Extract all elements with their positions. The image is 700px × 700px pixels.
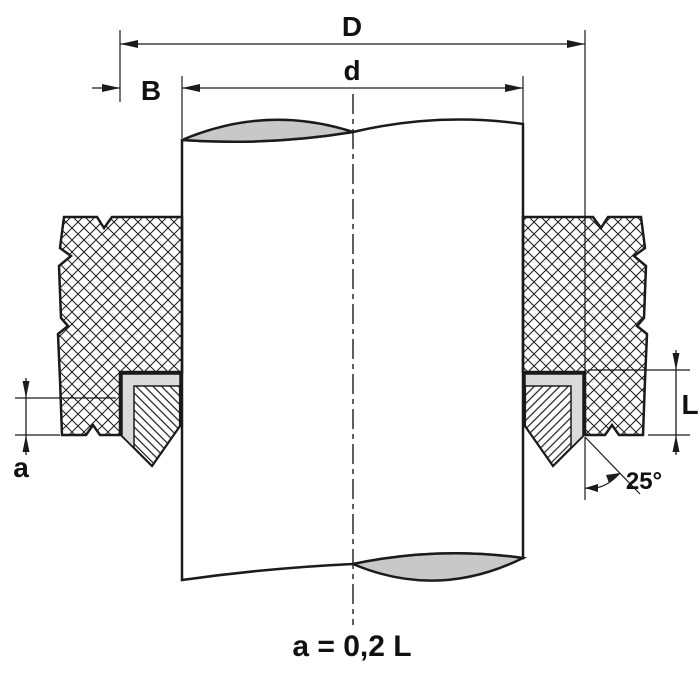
dim-a-arrow-bottom	[22, 435, 30, 452]
dimension-a: a	[13, 378, 116, 483]
seal-left	[120, 372, 182, 468]
dim-D-arrow-left	[120, 40, 138, 48]
angle-arrow-right	[606, 473, 620, 483]
dim-L-arrow-top	[672, 353, 680, 370]
angle-leader-line	[584, 436, 641, 495]
angle-annotation: 25°	[584, 436, 662, 500]
dimension-B: B	[92, 75, 161, 106]
housing-left-section	[56, 215, 184, 437]
dim-L-arrow-bottom	[672, 435, 680, 452]
dim-label-seal-height: L	[681, 389, 698, 420]
seal-right	[523, 372, 585, 468]
formula-label: a = 0,2 L	[292, 630, 411, 663]
shaft-break-bottom	[348, 551, 528, 582]
angle-label: 25°	[626, 468, 662, 495]
dimension-L: L	[588, 350, 699, 455]
dimension-d: d	[182, 55, 523, 92]
seal-right-case	[524, 373, 584, 450]
angle-arrow-left	[585, 484, 598, 492]
seal-left-case	[121, 373, 181, 450]
dim-label-outer-diameter: D	[342, 11, 362, 42]
dim-B-arrow	[102, 84, 120, 92]
dimension-D: D	[119, 11, 586, 372]
dim-label-protrusion: a	[13, 452, 29, 483]
dim-a-arrow-top	[22, 381, 30, 398]
dim-D-arrow-right	[567, 40, 585, 48]
dim-label-shaft-diameter: d	[343, 55, 360, 86]
dim-d-arrow-right	[505, 84, 523, 92]
dim-label-seal-width: B	[141, 75, 161, 106]
dim-d-arrow-left	[182, 84, 200, 92]
